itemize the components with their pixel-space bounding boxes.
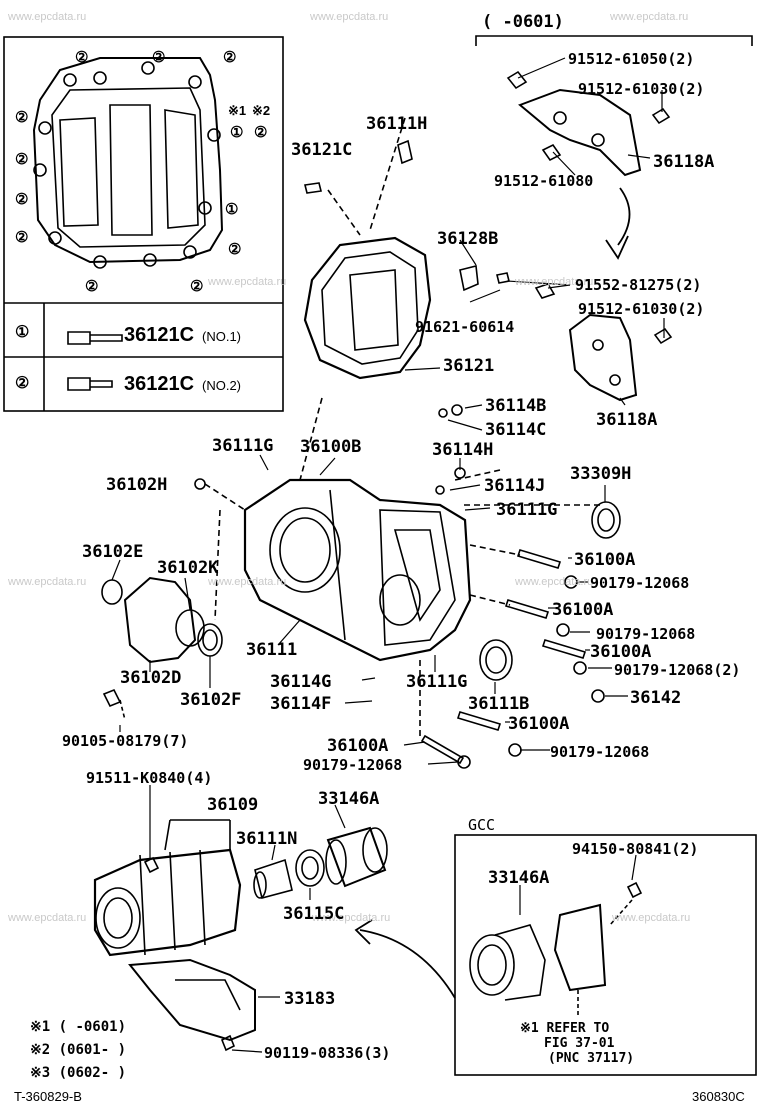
- gcc-box: [454, 834, 757, 1076]
- part-label: 91512-61030(2): [578, 80, 705, 98]
- part-label: 36102K: [157, 558, 219, 578]
- part-label: 91512-61080: [494, 172, 594, 190]
- part-label: 36111G: [406, 672, 468, 692]
- table-note-two: (NO.2): [202, 378, 241, 393]
- callout-x1: ※1: [228, 103, 247, 118]
- watermark: www.epcdata.ru: [310, 11, 389, 23]
- gcc-refer-line3: (PNC 37117): [548, 1051, 635, 1066]
- part-label: 36100B: [300, 437, 362, 457]
- part-label: 33146A: [488, 868, 550, 888]
- part-label: 36114J: [484, 476, 546, 496]
- part-label: 36114H: [432, 440, 494, 460]
- callout-two: ②: [223, 49, 237, 66]
- part-label: 91621-60614: [415, 318, 515, 336]
- part-label: 36118A: [653, 152, 715, 172]
- part-label: 33309H: [570, 464, 632, 484]
- callout-two: ②: [75, 49, 89, 66]
- part-label: 36102D: [120, 668, 182, 688]
- part-label: 36102F: [180, 690, 242, 710]
- callout-two: ②: [254, 124, 268, 141]
- gcc-refer-line2: FIG 37-01: [544, 1036, 615, 1051]
- table-part-one: 36121C: [124, 324, 195, 346]
- inset-box: [3, 36, 284, 412]
- part-label: 36114G: [270, 672, 332, 692]
- part-label: 36100A: [552, 600, 614, 620]
- part-label: 36100A: [590, 642, 652, 662]
- callout-x2: ※2: [252, 103, 271, 118]
- watermark: www.epcdata.ru: [8, 11, 87, 23]
- gcc-refer-line1: ※1 REFER TO: [520, 1021, 610, 1036]
- footer-right-code: 360830C: [692, 1089, 745, 1104]
- part-label: 36111N: [236, 829, 298, 849]
- part-label: 36118A: [596, 410, 658, 430]
- part-label: 90179-12068: [596, 625, 696, 643]
- table-note-one: (NO.1): [202, 329, 241, 344]
- callout-two: ②: [15, 229, 29, 246]
- table-mark-two: ②: [15, 375, 30, 392]
- part-label: 36102H: [106, 475, 168, 495]
- part-label: 33146A: [318, 789, 380, 809]
- part-label: 90179-12068: [303, 756, 403, 774]
- part-label: 90105-08179(7): [62, 732, 189, 750]
- part-label: 91512-61030(2): [578, 300, 705, 318]
- watermark: www.epcdata.ru: [8, 576, 87, 588]
- watermark: www.epcdata.ru: [8, 912, 87, 924]
- part-label: 90179-12068(2): [614, 661, 741, 679]
- part-label: 36142: [630, 688, 682, 708]
- part-label: 36111G: [212, 436, 274, 456]
- part-label: 94150-80841(2): [572, 840, 699, 858]
- part-label: 91512-61050(2): [568, 50, 695, 68]
- watermark: www.epcdata.ru: [208, 576, 287, 588]
- note-x1: ※1 ( -0601): [30, 1019, 127, 1035]
- watermark: www.epcdata.ru: [612, 912, 691, 924]
- part-label: 36111: [246, 640, 298, 660]
- part-label: 91552-81275(2): [575, 276, 702, 294]
- watermark: www.epcdata.ru: [515, 276, 594, 288]
- watermark: www.epcdata.ru: [312, 912, 391, 924]
- part-label: 36100A: [327, 736, 389, 756]
- part-label: 36100A: [508, 714, 570, 734]
- part-label: 36111G: [496, 500, 558, 520]
- header-range: ( -0601): [482, 12, 564, 32]
- part-label: 36102E: [82, 542, 144, 562]
- part-label: 36115C: [283, 904, 345, 924]
- callout-two: ②: [228, 241, 242, 258]
- watermark: www.epcdata.ru: [610, 11, 689, 23]
- part-label: 36111H: [366, 114, 428, 134]
- part-label: 36121: [443, 356, 495, 376]
- part-label: 36109: [207, 795, 259, 815]
- footer-left-code: T-360829-B: [14, 1089, 82, 1104]
- callout-two: ②: [15, 151, 29, 168]
- callout-two: ②: [85, 278, 99, 295]
- watermark: www.epcdata.ru: [208, 276, 287, 288]
- note-x2: ※2 (0601- ): [30, 1042, 127, 1058]
- callout-two: ②: [190, 278, 204, 295]
- part-label: 36114C: [485, 420, 547, 440]
- part-label: 90179-12068: [590, 574, 690, 592]
- table-mark-one: ①: [15, 324, 30, 341]
- part-label: 36128B: [437, 229, 499, 249]
- callout-one: ①: [230, 124, 244, 141]
- part-label: 90119-08336(3): [264, 1044, 391, 1062]
- note-x3: ※3 (0602- ): [30, 1065, 127, 1081]
- callout-two: ②: [152, 49, 166, 66]
- table-part-two: 36121C: [124, 373, 195, 395]
- part-label: 36114F: [270, 694, 332, 714]
- part-label: 90179-12068: [550, 743, 650, 761]
- part-label: 36121C: [291, 140, 353, 160]
- part-label: 36111B: [468, 694, 530, 714]
- callout-two: ②: [15, 191, 29, 208]
- watermark: www.epcdata.ru: [515, 576, 594, 588]
- callout-two: ②: [15, 109, 29, 126]
- part-label: 36114B: [485, 396, 547, 416]
- callout-one: ①: [225, 201, 239, 218]
- part-label: 91511-K0840(4): [86, 769, 213, 787]
- part-label: 33183: [284, 989, 336, 1009]
- gcc-title: GCC: [468, 816, 496, 834]
- part-label: 36100A: [574, 550, 636, 570]
